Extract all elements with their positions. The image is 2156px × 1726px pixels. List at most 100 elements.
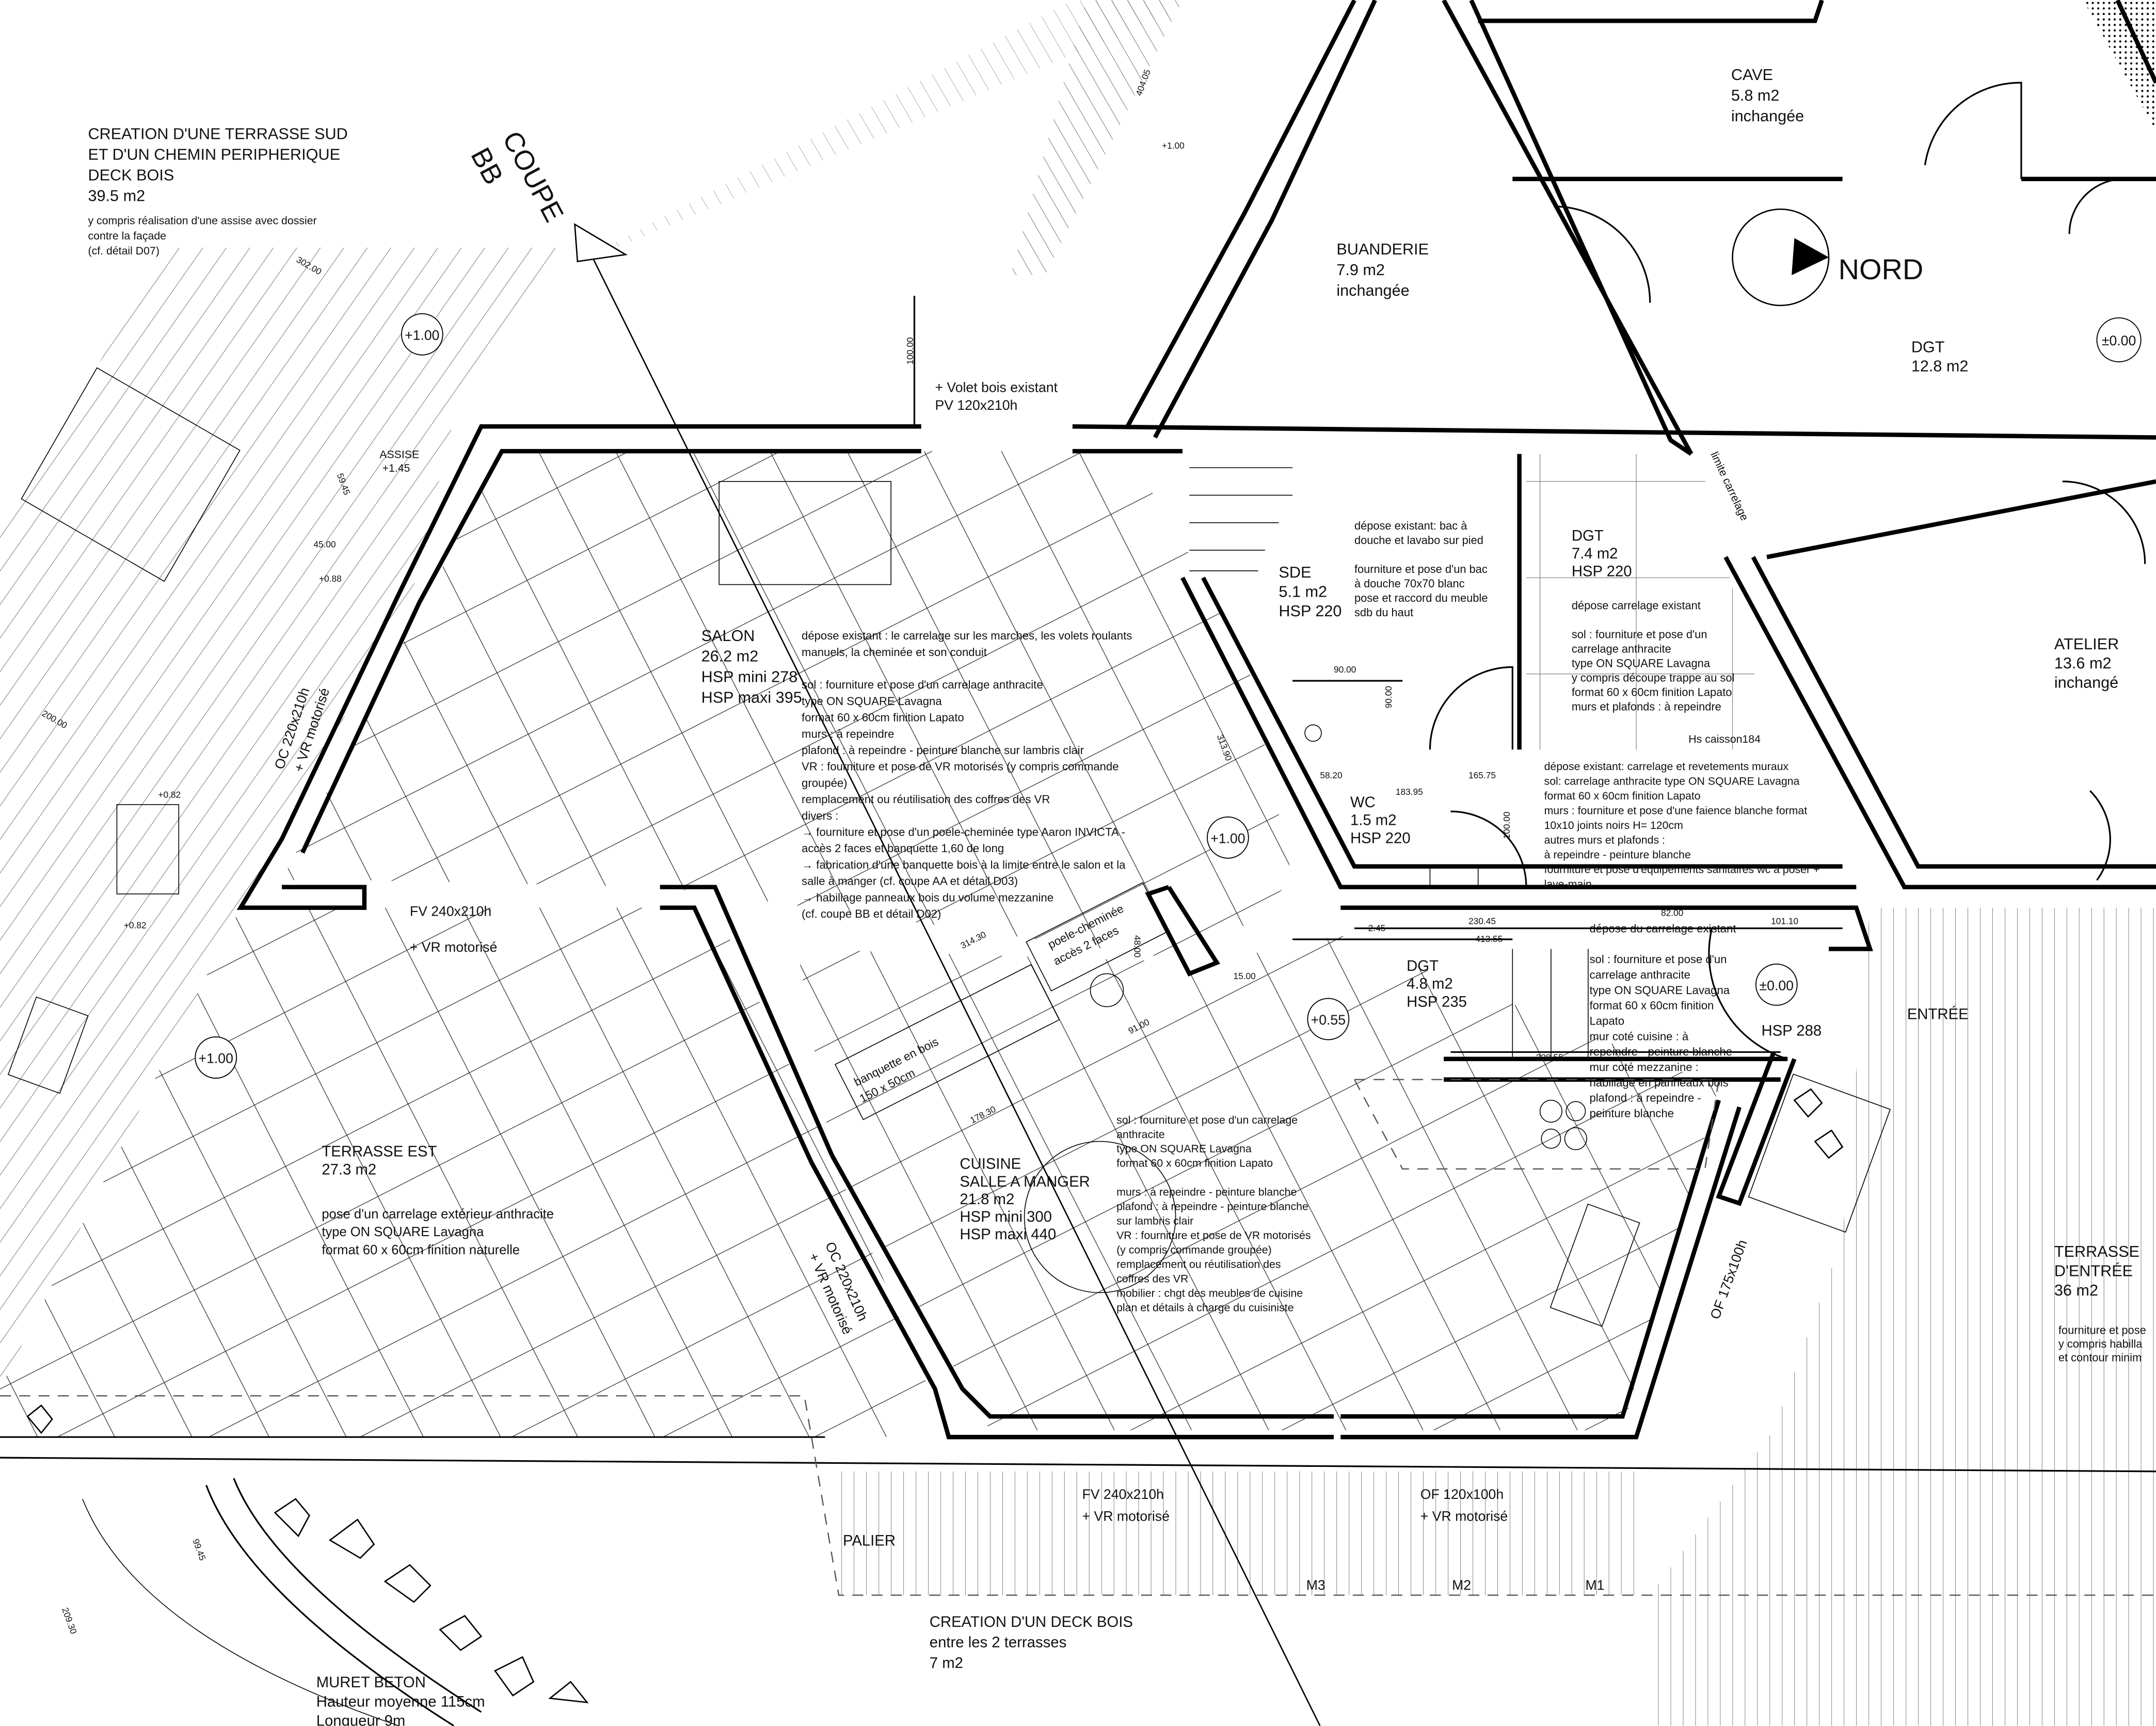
text-line: fourniture et pose d'équipements sanitai… [1544,864,1820,876]
wc-basin [1429,866,1479,888]
dim: 82.00 [1661,908,1683,918]
level-value: +0.55 [1311,1012,1346,1028]
text-line: (y compris commande groupée) [1116,1244,1272,1256]
bottom-deck [832,1471,1643,1595]
door-swing [1708,928,1788,1060]
text-line: murs et plafonds : à repeindre [1572,700,1721,713]
kitchen-island [1353,1079,1720,1170]
text-line: format 60 x 60cm finition Lapato [1544,790,1701,802]
text-line: plan et détails à charge du cuisiniste [1116,1301,1293,1314]
text-line: dépose existant : le carrelage sur les m… [802,629,1132,642]
text-line: Longueur 9m [316,1713,406,1726]
text-line: DGT [1911,338,1945,356]
door-swing [1554,205,1651,303]
text-line: plafond : à repeindre - [1589,1092,1701,1105]
shower-drain [1304,724,1322,742]
text-line: 4.8 m2 [1407,976,1453,993]
opening-of-cuisine: OF 120x100h [1420,1487,1504,1502]
text-line: mur coté cuisine : à [1589,1030,1688,1043]
dim: 209.30 [60,1606,79,1636]
text-line: HSP 220 [1350,829,1411,846]
level-value: ±0.00 [1760,978,1794,993]
text-line: carrelage anthracite [1572,642,1671,655]
text-line: accès 2 faces et banquette 1,60 de long [802,842,1004,855]
label-assise: ASSISE [379,448,419,460]
label-m3: M3 [1306,1577,1325,1593]
dim: 45.00 [313,539,336,550]
text-line: murs : fourniture et pose d'une faience … [1544,805,1808,817]
text-line: type ON SQUARE Lavagna [1116,1143,1252,1155]
text-line: coffres des VR [1116,1272,1188,1285]
text-line: BUANDERIE [1336,241,1429,258]
text-line: CUISINE [960,1156,1021,1173]
dining-table [1024,1141,1176,1293]
text-line: MURET BETON [316,1674,426,1691]
deck-outline [0,1395,2156,1596]
notes-terrasse-est: pose d'un carrelage extérieur anthracite… [322,1207,554,1257]
opening-pv: PV 120x210h [935,397,1017,413]
text-line: HSP maxi 440 [960,1226,1056,1243]
dim: 183.95 [1396,787,1423,797]
text-line: (cf. coupe BB et détail D02) [802,907,941,920]
text-line: salle à manger (cf. coupe AA et détail D… [802,875,1018,888]
text-line: 7 m2 [930,1655,963,1672]
text-line: lave-main [1544,878,1592,890]
text-line: entre les 2 terrasses [930,1634,1066,1651]
text-line: 36 m2 [2054,1282,2098,1299]
sun-lounger [116,804,180,894]
level-value: +1.00 [1210,830,1245,846]
opening-fv-cuisine-note: + VR motorisé [1082,1509,1169,1524]
opening-fv-salon-note: + VR motorisé [410,939,497,955]
text-line: 39.5 m2 [88,187,145,204]
text-line: sol : fourniture et pose d'un carrelage … [802,678,1043,691]
cuisine-tiles [797,935,1719,1430]
text-line: divers : [802,809,838,822]
label-hs-caisson: Hs caisson184 [1688,733,1761,745]
text-line: HSP 220 [1279,602,1341,620]
text-line: sur lambris clair [1116,1215,1193,1227]
sun-lounger [7,996,89,1094]
text-line: y compris réalisation d'une assise avec … [88,215,316,227]
label-palier: PALIER [843,1532,896,1549]
stairs [1189,467,1589,1059]
dim: 90.00 [1383,686,1394,708]
dim: 228.55 [1536,1052,1563,1062]
text-line: type ON SQUARE Lavagna [802,695,942,708]
label-hsp-288: HSP 288 [1761,1022,1822,1039]
level-marker: ±0.00 [1755,963,1798,1006]
opening-pv-note: + Volet bois existant [935,380,1058,395]
text-line: HSP mini 278 [701,668,798,686]
text-line: murs : à repeindre [802,727,894,740]
text-line: format 60 x 60cm finition naturelle [322,1243,520,1257]
text-line: carrelage anthracite [1589,968,1690,981]
door-swing [2068,178,2125,234]
text-line: format 60 x 60cm finition Lapato [1116,1157,1273,1170]
text-line: 26.2 m2 [701,648,759,665]
text-line: y compris découpe trappe au sol [1572,671,1734,684]
text-line: → fourniture et pose d'un poele-cheminée… [802,826,1125,839]
text-line: 27.3 m2 [322,1161,376,1178]
dim: 165.75 [1468,770,1496,780]
text-line: mobilier : chgt des meubles de cuisine [1116,1287,1303,1299]
dim: 99.45 [190,1538,208,1562]
text-line: dépose existant: carrelage et revetement… [1544,760,1789,773]
door-swing [1450,810,1527,887]
text-line: format 60 x 60cm finition Lapato [802,711,964,724]
text-line: 7.4 m2 [1572,545,1618,562]
text-line: format 60 x 60cm finition [1589,999,1714,1012]
label-limite-carrelage: limite carrelage [1708,450,1751,522]
text-line: remplacement ou réutilisation des coffre… [802,793,1050,806]
label-m1: M1 [1585,1577,1604,1593]
mezzanine-opening [718,481,892,585]
door-swing [1924,82,2022,179]
text-line: douche et lavabo sur pied [1354,534,1483,547]
